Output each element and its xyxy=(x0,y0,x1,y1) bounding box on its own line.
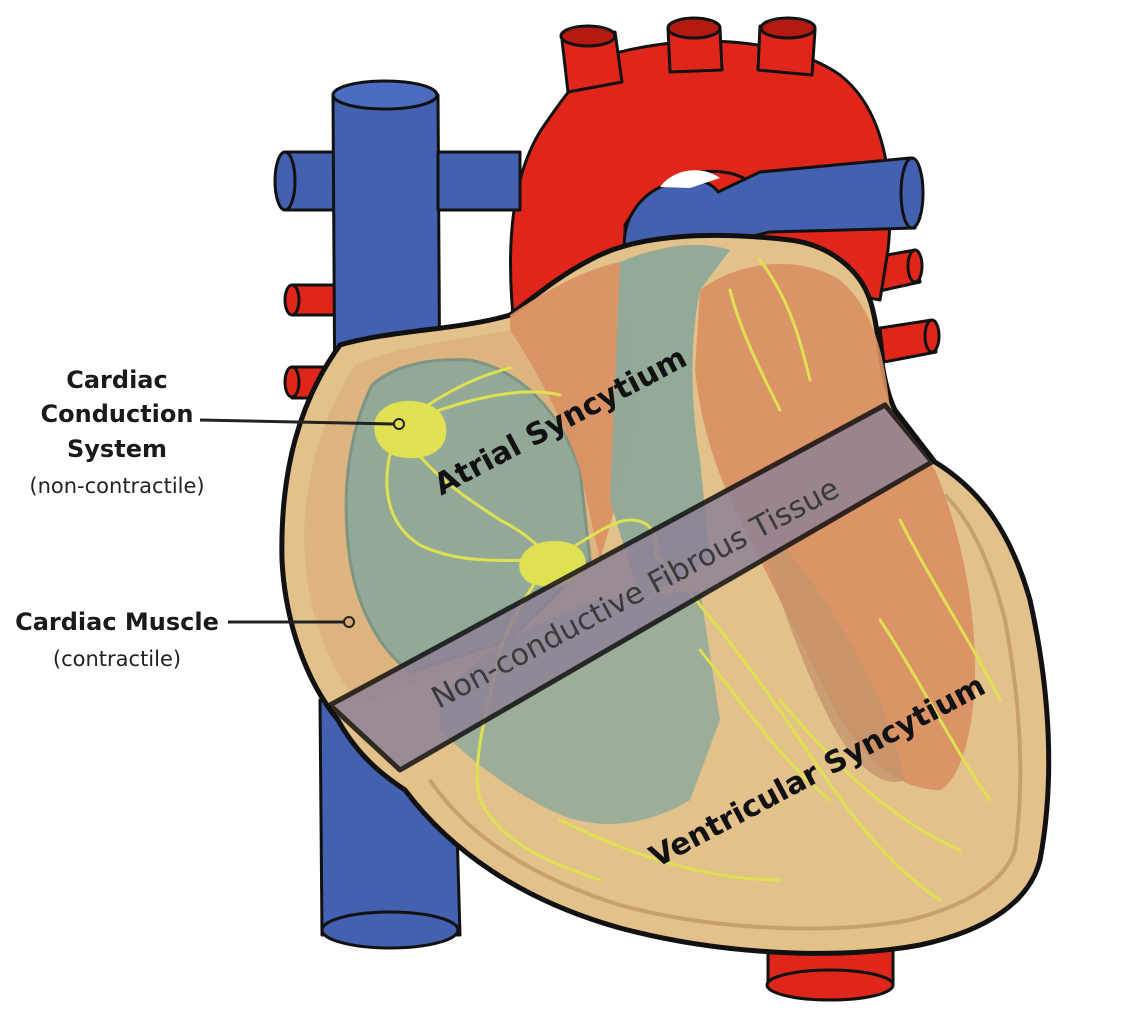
conduction-pointer-line xyxy=(199,418,395,426)
carotid-top xyxy=(666,16,722,40)
descending-aorta-end xyxy=(765,968,895,1002)
pulmonary-vein-left-end xyxy=(273,150,297,212)
pulmonary-trunk-end xyxy=(899,156,925,230)
heart-body xyxy=(279,232,1052,956)
pulmonary-vein-left-bridge xyxy=(436,150,522,212)
conduction-label-line3: System xyxy=(67,435,167,463)
aorta-root xyxy=(510,262,640,560)
purkinje-2 xyxy=(778,698,962,852)
pulmonary-vein-right-2 xyxy=(878,318,938,364)
purkinje-1 xyxy=(698,648,832,802)
left-ventricle-chamber xyxy=(760,520,905,782)
purkinje-3 xyxy=(878,618,992,802)
muscle-label-title: Cardiac Muscle xyxy=(15,608,219,636)
conduction-label-line2: Conduction xyxy=(41,400,194,428)
fibrous-band xyxy=(327,402,935,773)
bundle-branch-left xyxy=(653,553,942,902)
conduction-path-3 xyxy=(385,423,552,563)
ivc-bottom xyxy=(320,910,460,950)
purkinje-5 xyxy=(728,288,782,412)
svc-top xyxy=(331,79,439,111)
conduction-label-line1: Cardiac xyxy=(66,366,167,394)
muscle-pointer-dot xyxy=(343,616,355,628)
purkinje-4 xyxy=(898,518,1002,702)
pulmonary-artery-left-1-end xyxy=(283,283,301,317)
sa-node xyxy=(374,400,447,459)
pulmonary-vein-right-1-end xyxy=(906,248,924,284)
pulmonary-vein-right-2-end xyxy=(923,318,941,354)
annotations xyxy=(199,418,405,628)
purkinje-7 xyxy=(558,818,782,882)
muscle-label-sub: (contractile) xyxy=(53,647,181,671)
arch-gap xyxy=(660,170,720,188)
purkinje-6 xyxy=(758,258,812,382)
brachiocephalic-top xyxy=(559,24,617,48)
pulmonary-artery-left-2-end xyxy=(283,365,301,399)
ventricle-inner-border xyxy=(428,493,1023,931)
subclavian-top xyxy=(759,16,817,40)
conduction-label-sub: (non-contractile) xyxy=(29,474,204,498)
conduction-pointer-dot xyxy=(393,418,405,430)
